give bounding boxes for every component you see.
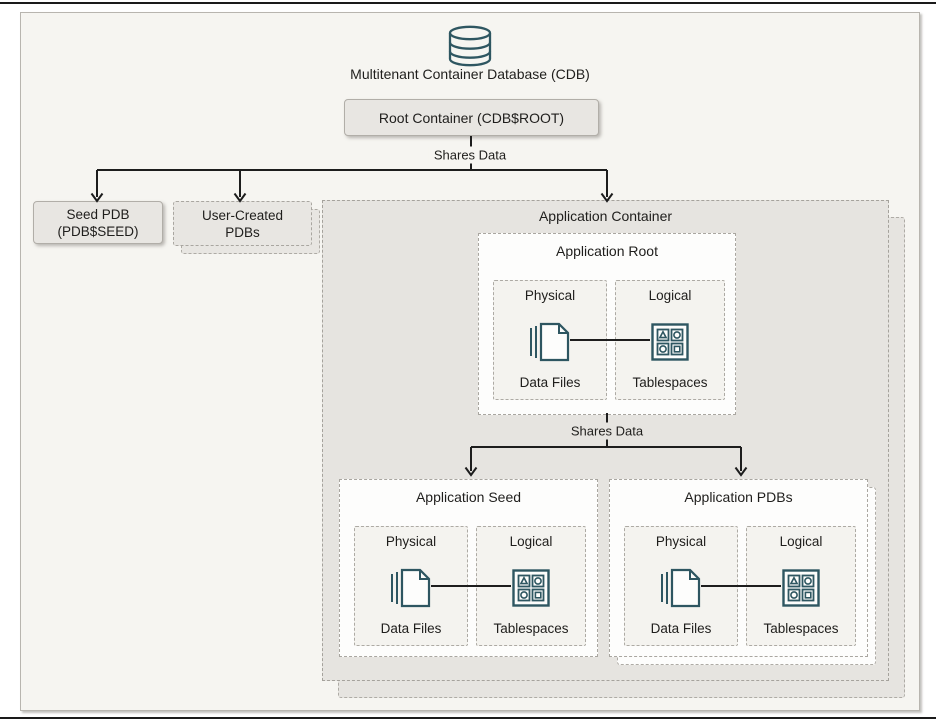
data-files-icon xyxy=(355,568,467,608)
page-bottom-border xyxy=(0,717,936,719)
user-created-pdbs-node: User-Created PDBs xyxy=(173,201,312,246)
seed-pdb-label-line2: (PDB$SEED) xyxy=(57,223,139,239)
tablespaces-icon xyxy=(616,322,724,362)
logical-title: Logical xyxy=(509,534,553,549)
application-root-box: Application Root Physical Data Files Log… xyxy=(478,233,736,415)
logical-title: Logical xyxy=(779,534,823,549)
tablespaces-label: Tablespaces xyxy=(632,375,708,390)
seed-pdb-label-line1: Seed PDB xyxy=(66,206,130,222)
cdb-title: Multitenant Container Database (CDB) xyxy=(350,66,590,82)
datafiles-tablespaces-connector xyxy=(570,339,650,341)
tablespaces-label: Tablespaces xyxy=(493,621,569,636)
tablespaces-icon xyxy=(747,568,855,608)
datafiles-tablespaces-connector xyxy=(431,585,511,587)
user-created-pdbs-label-line1: User-Created xyxy=(201,207,284,223)
data-files-label: Data Files xyxy=(650,621,712,636)
seed-pdb-node: Seed PDB (PDB$SEED) xyxy=(33,201,163,244)
root-container-node: Root Container (CDB$ROOT) xyxy=(344,99,599,136)
application-root-title: Application Root xyxy=(556,243,658,259)
physical-title: Physical xyxy=(385,534,437,549)
application-pdbs-physical-box: Physical Data Files xyxy=(624,526,738,646)
root-container-label: Root Container (CDB$ROOT) xyxy=(378,109,565,126)
datafiles-tablespaces-connector xyxy=(701,585,781,587)
data-files-icon xyxy=(494,322,606,362)
page-top-border xyxy=(0,2,936,4)
shares-data-label-app: Shares Data xyxy=(565,422,649,440)
physical-title: Physical xyxy=(655,534,707,549)
logical-title: Logical xyxy=(648,288,692,303)
physical-title: Physical xyxy=(524,288,576,303)
application-seed-title: Application Seed xyxy=(415,489,522,505)
application-container-title: Application Container xyxy=(538,208,673,224)
data-files-label: Data Files xyxy=(380,621,442,636)
tablespaces-label: Tablespaces xyxy=(763,621,839,636)
application-pdbs-title: Application PDBs xyxy=(684,489,793,505)
database-cylinder-icon xyxy=(445,24,495,68)
data-files-icon xyxy=(625,568,737,608)
application-seed-box: Application Seed Physical Data Files Log… xyxy=(339,479,598,657)
shares-data-label-top: Shares Data xyxy=(428,146,512,164)
application-pdbs-box: Application PDBs Physical Data Files Log… xyxy=(609,479,868,657)
tablespaces-icon xyxy=(477,568,585,608)
data-files-label: Data Files xyxy=(519,375,581,390)
user-created-pdbs-label-line2: PDBs xyxy=(225,224,260,240)
